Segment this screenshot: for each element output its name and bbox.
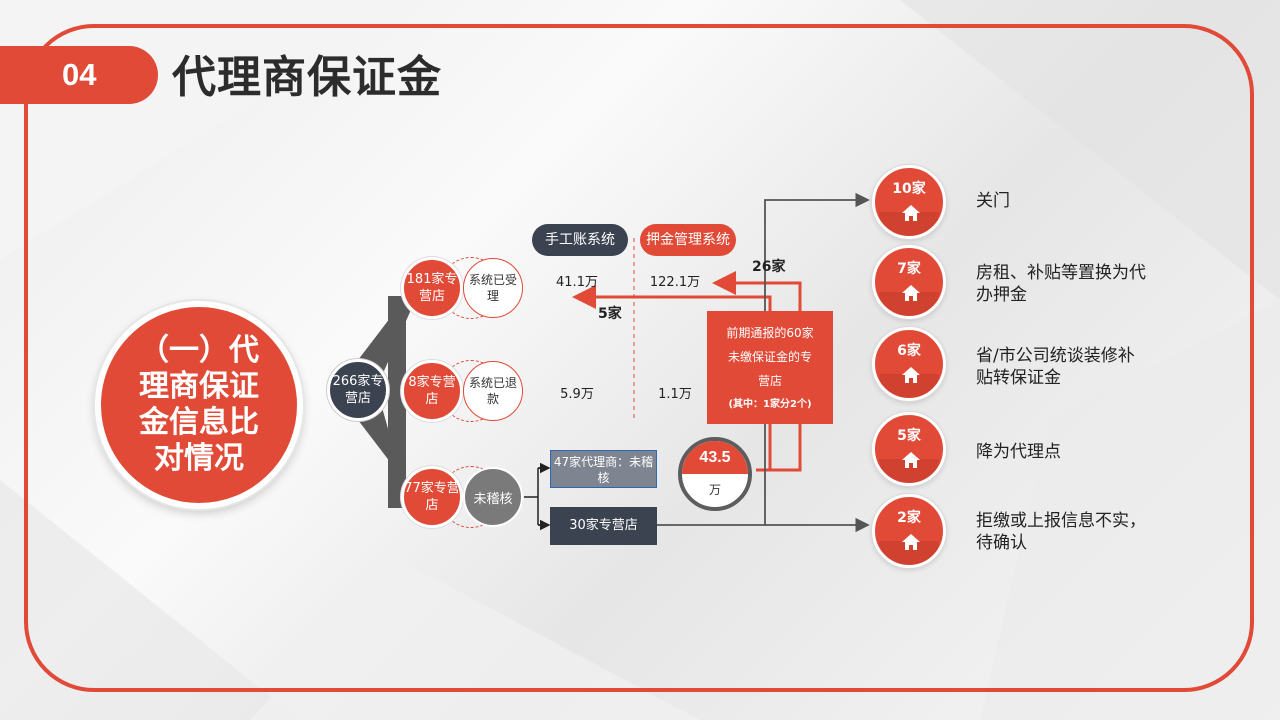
amount-gauge: 43.5 万 (678, 437, 752, 511)
section-number: 04 (62, 57, 97, 92)
outcome-circle: 2家 (872, 494, 946, 568)
fan-lower (358, 400, 410, 508)
manual-value-refunded: 5.9万 (560, 387, 594, 402)
manual-system-pill: 手工账系统 (532, 224, 628, 256)
outcome-desc: 关门 (976, 191, 1010, 211)
manual-value-processed: 41.1万 (556, 275, 598, 290)
outcome-desc: 降为代理点 (976, 442, 1061, 462)
house-icon (902, 534, 920, 550)
outcome-desc: 省/市公司统谈装修补贴转保证金 (976, 346, 1135, 388)
outcome-circle: 5家 (872, 412, 946, 486)
outcome-desc: 拒缴或上报信息不实，待确认 (976, 511, 1146, 553)
outcome-circle: 7家 (872, 245, 946, 319)
section-title: （一）代理商保证金信息比对情况 (139, 333, 259, 476)
status-node-processed: 系统已受理 (463, 258, 523, 318)
gauge-value: 43.5 (699, 449, 731, 466)
content-frame (24, 24, 1254, 692)
branch-node-refunded: 8家专营店 (401, 360, 463, 422)
outcome-desc: 房租、补贴等置换为代办押金 (976, 263, 1146, 305)
notice-line: 未缴保证金的专 (727, 350, 812, 364)
branch-node-unaudited: 77家专营店 (401, 466, 463, 528)
flow-label-deposit: 26家 (752, 259, 786, 275)
branch-node-processed: 181家专营店 (401, 257, 463, 319)
flow-label-manual: 5家 (598, 306, 622, 322)
house-icon (902, 452, 920, 468)
notice-line: 前期通报的60家 (726, 326, 814, 340)
house-icon (902, 367, 920, 383)
sub-bracket (524, 467, 548, 526)
outcome-circle: 10家 (872, 165, 946, 239)
deposit-value-refunded: 1.1万 (658, 387, 692, 402)
outcome-circle: 6家 (872, 327, 946, 401)
outcome-count: 2家 (897, 510, 921, 526)
house-icon (902, 285, 920, 301)
outcome-count: 5家 (897, 428, 921, 444)
outcome-count: 10家 (892, 181, 926, 197)
status-node-unaudited: 未稽核 (463, 467, 523, 527)
house-icon (902, 205, 920, 221)
outcome-count: 7家 (897, 261, 921, 277)
deposit-value-processed: 122.1万 (649, 275, 701, 290)
section-title-circle: （一）代理商保证金信息比对情况 (95, 301, 303, 509)
status-node-refunded: 系统已退款 (463, 361, 523, 421)
stores-box: 30家专营店 (550, 507, 657, 545)
notice-line: 营店 (757, 374, 782, 388)
root-node: 266家专营店 (327, 359, 389, 421)
notice-note: (其中：1家分2个) (728, 399, 812, 410)
agents-box: 47家代理商：未稽核 (550, 450, 657, 488)
fan-stem (388, 296, 406, 508)
gauge-unit: 万 (708, 483, 721, 497)
section-number-tab (0, 46, 158, 104)
notice-box: 前期通报的60家 未缴保证金的专 营店 (其中：1家分2个) (707, 311, 833, 424)
page-title: 代理商保证金 (172, 52, 442, 103)
deposit-system-pill: 押金管理系统 (640, 224, 736, 256)
outcome-count: 6家 (897, 343, 921, 359)
